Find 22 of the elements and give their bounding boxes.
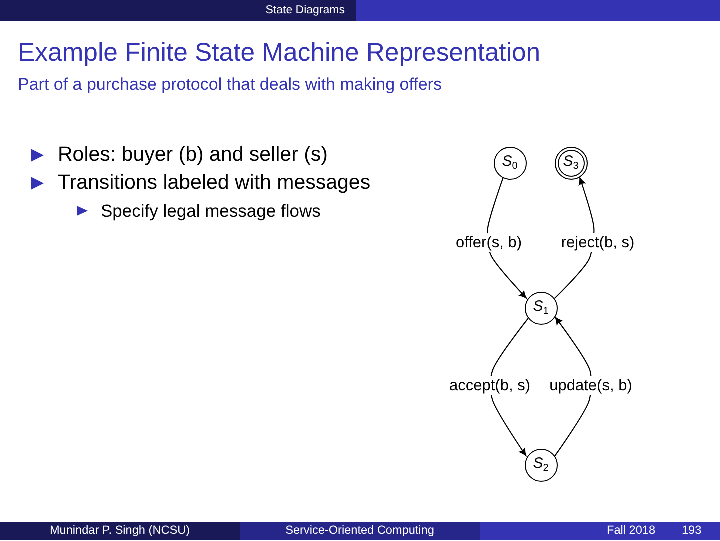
edge-label: update(s, b) (548, 376, 634, 396)
footer-text: Munindar P. Singh (NCSU) (50, 524, 190, 538)
footer-text: 193 (682, 524, 702, 538)
state-circle (494, 146, 526, 180)
section-heading: State Diagrams (266, 4, 345, 18)
state-name: S$_{0}$ (502, 154, 518, 172)
final-state-circle (554, 146, 588, 180)
state-circle (524, 292, 558, 324)
bullet-text: Transitions labeled with messages (58, 171, 371, 195)
state-name: S$_{1}$ (533, 299, 549, 317)
state-name: S$_{2}$ (533, 456, 549, 474)
state-circle (524, 448, 558, 482)
bullet-text: Specify legal message flows (101, 200, 321, 222)
bullet-text: Roles: buyer (b) and seller (s) (58, 143, 328, 167)
state-name: S$_{3}$ (563, 154, 579, 172)
edge-label: accept(b, s) (448, 376, 532, 396)
slide-subtitle: Part of a purchase protocol that deals with making offers (18, 75, 442, 95)
edge-label: offer(s, b) (454, 233, 524, 253)
edge-label: reject(b, s) (559, 233, 637, 253)
slide-title: Example Finite State Machine Representation (18, 39, 541, 69)
footer-text: Fall 2018 (607, 524, 656, 538)
footer-text: Service-Oriented Computing (286, 524, 434, 538)
